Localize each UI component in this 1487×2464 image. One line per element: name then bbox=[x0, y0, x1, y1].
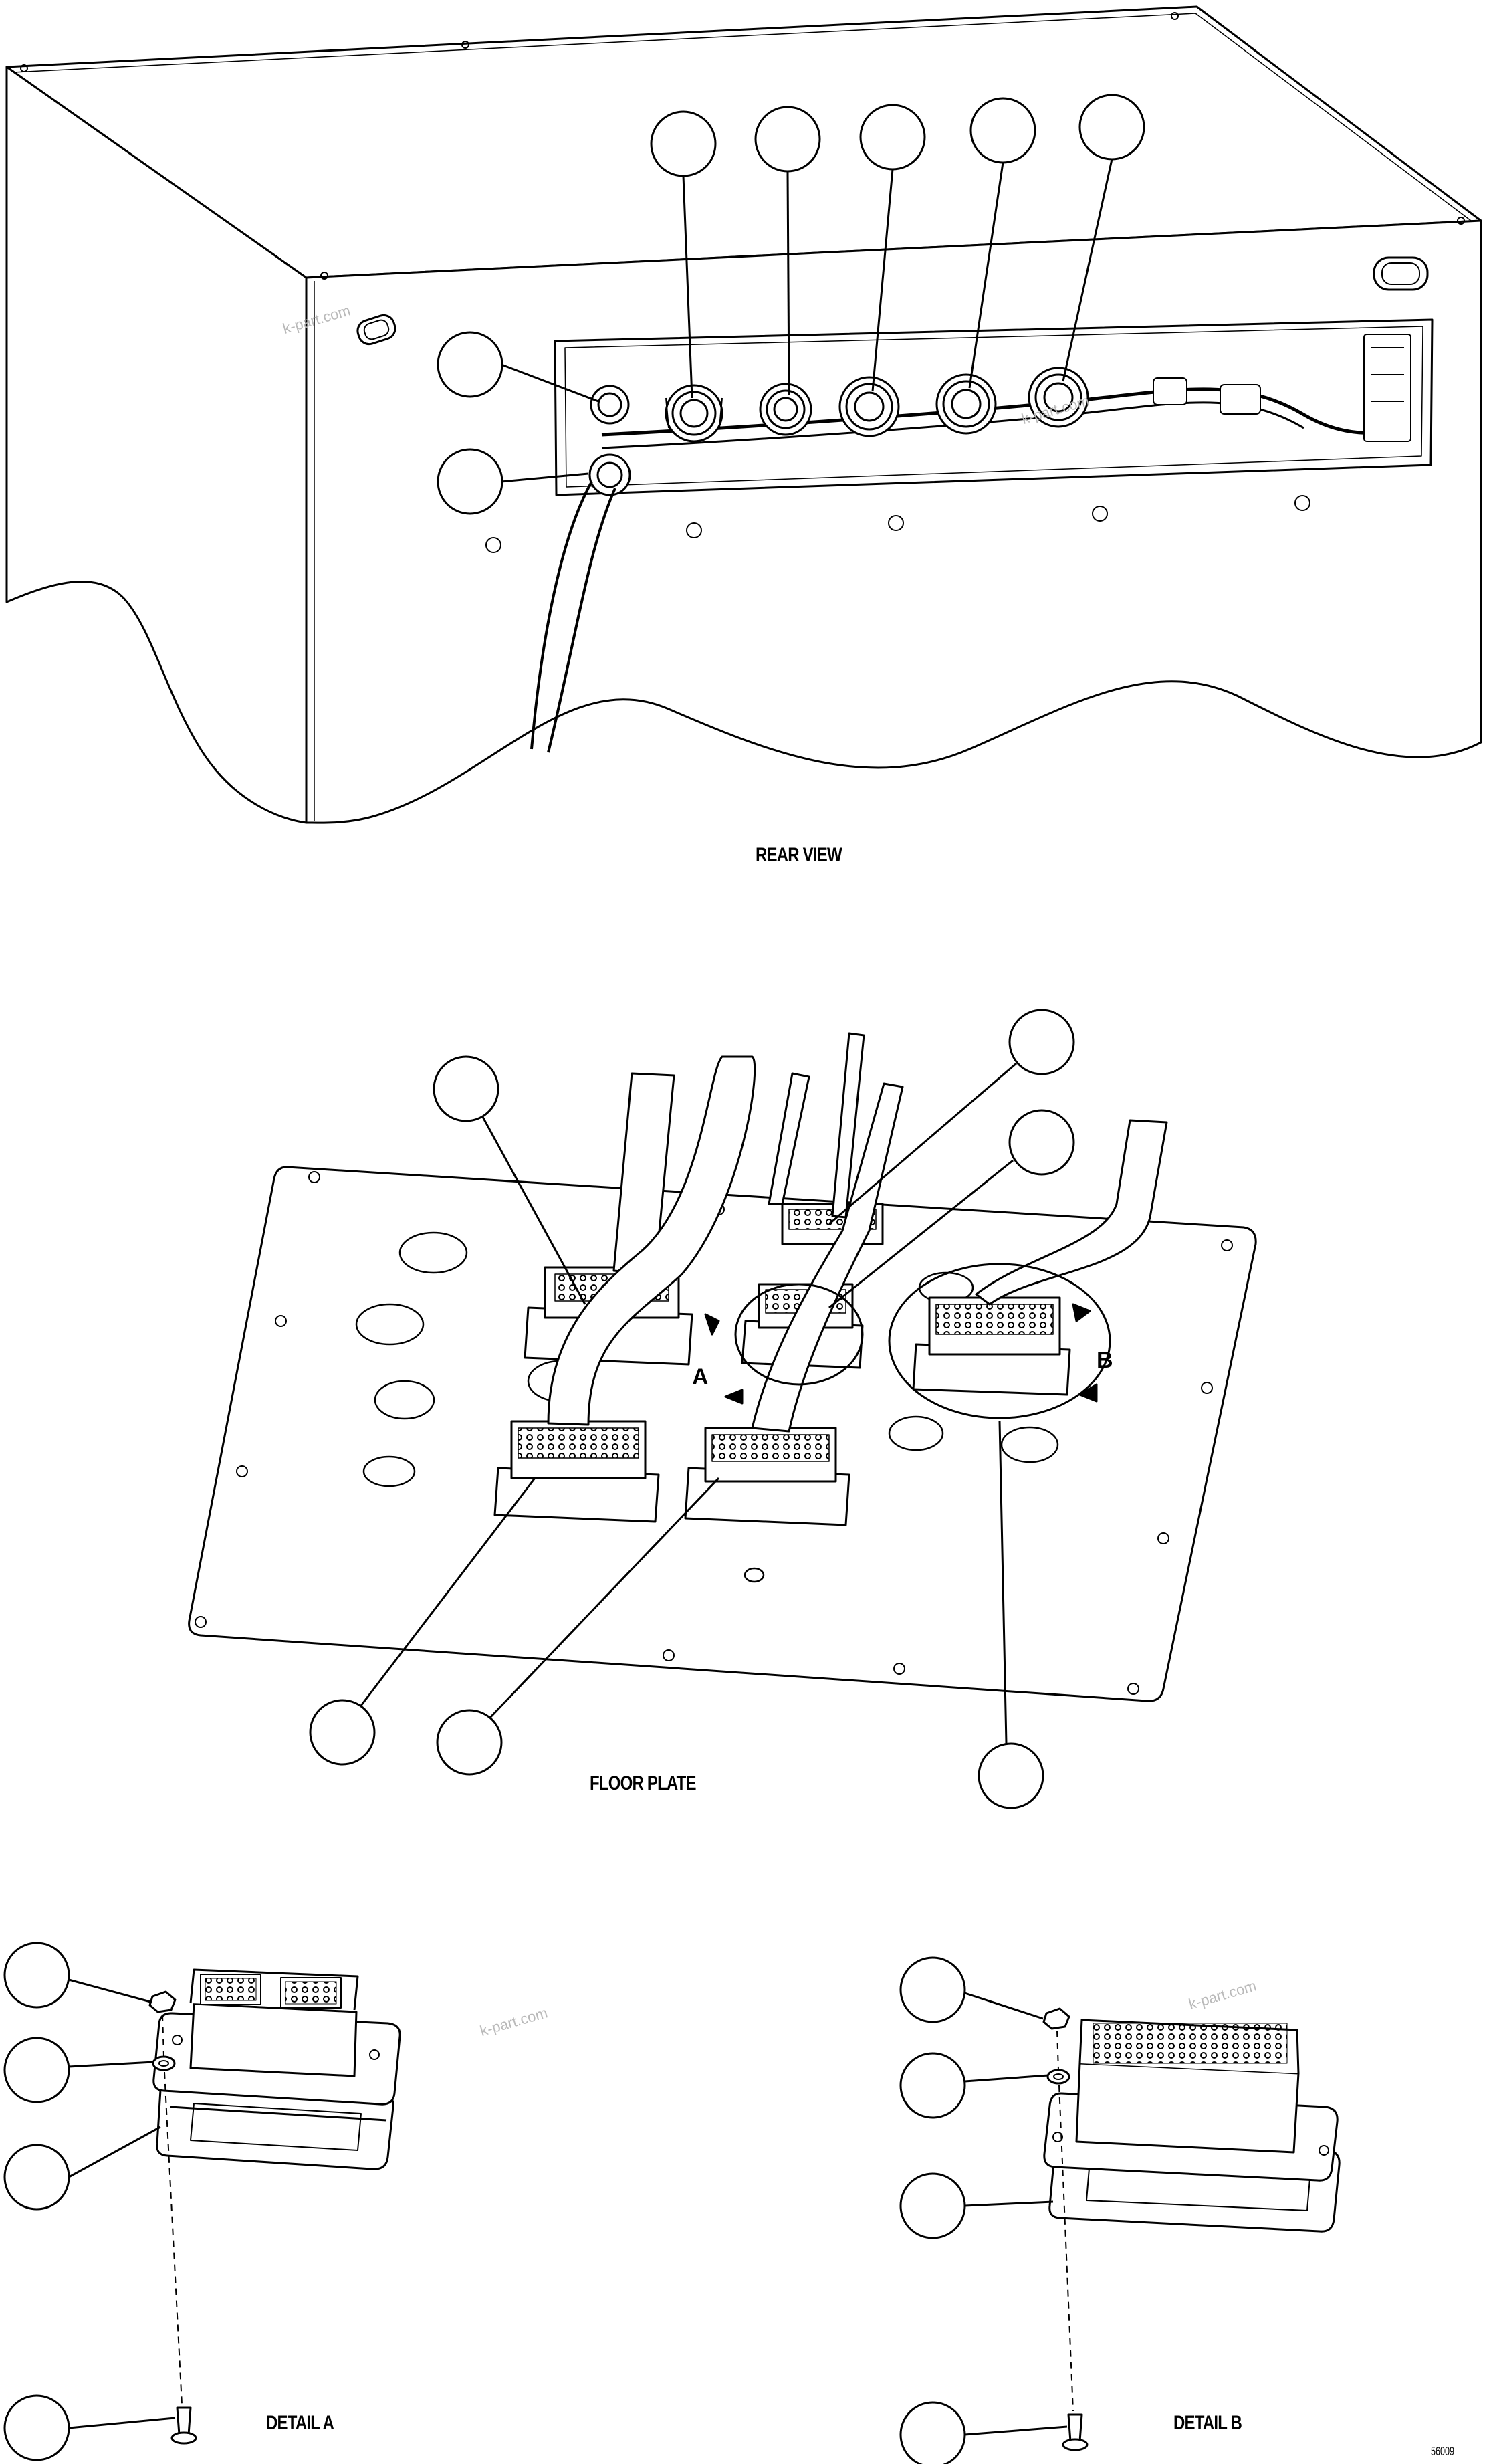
handle-slot-left-inner bbox=[363, 319, 390, 340]
detail-a-arrow-2 bbox=[724, 1389, 744, 1405]
callout-balloon bbox=[650, 110, 717, 177]
detail-a-screw bbox=[176, 2406, 192, 2436]
callout-balloon bbox=[1078, 94, 1145, 161]
callout-balloon bbox=[3, 1942, 70, 2009]
cable-gland-upper bbox=[590, 385, 630, 425]
cabinet-top-inner-edge bbox=[13, 13, 1472, 221]
detail-b-body bbox=[1075, 2062, 1300, 2154]
external-cable-1 bbox=[530, 481, 593, 750]
detail-a-body bbox=[189, 2003, 358, 2077]
external-cable-2 bbox=[547, 488, 616, 753]
bulkhead-connector-1 bbox=[665, 384, 723, 443]
access-opening-inner bbox=[564, 326, 1423, 488]
callout-balloon bbox=[433, 1055, 499, 1122]
floor-plate-leaders bbox=[360, 1062, 1017, 1744]
callout-balloon bbox=[969, 97, 1036, 164]
plate-cables bbox=[547, 1032, 1168, 1433]
detail-b-screw bbox=[1067, 2413, 1083, 2443]
detail-a-view bbox=[148, 1968, 401, 2445]
relay-components bbox=[1153, 334, 1411, 442]
floor-plate-callouts bbox=[309, 1009, 1075, 1809]
detail-b-caption: DETAIL B bbox=[1173, 2412, 1242, 2434]
detail-b-leaders bbox=[964, 1992, 1068, 2436]
plate-connector-right bbox=[912, 1296, 1071, 1396]
detail-marker-b: B bbox=[1097, 1348, 1113, 1373]
detail-a-arrow bbox=[704, 1313, 720, 1336]
sheet-number: 56009 bbox=[1431, 2445, 1455, 2458]
callout-balloon bbox=[899, 2052, 966, 2119]
detail-b-circle bbox=[888, 1263, 1111, 1419]
bulkhead-connector-2 bbox=[759, 383, 812, 436]
handle-slot-right-inner bbox=[1381, 262, 1420, 285]
cabinet-rear-face bbox=[305, 219, 1482, 824]
detail-b-arrow-2 bbox=[1078, 1383, 1098, 1403]
callout-balloon bbox=[437, 448, 503, 515]
detail-b-nut bbox=[1042, 2007, 1070, 2030]
cable-gland-lower bbox=[588, 453, 631, 496]
detail-a-caption: DETAIL A bbox=[266, 2412, 334, 2434]
plate-screw-holes bbox=[195, 1171, 1233, 1695]
detail-a-callouts bbox=[3, 1942, 70, 2461]
detail-b-view bbox=[1042, 2007, 1341, 2451]
rear-view bbox=[5, 5, 1482, 824]
callout-balloon bbox=[3, 2394, 70, 2461]
bulkhead-connector-3 bbox=[838, 376, 900, 437]
handle-slot-left bbox=[356, 314, 396, 346]
callout-balloon bbox=[899, 2401, 966, 2464]
callout-balloon bbox=[754, 106, 821, 173]
detail-b-arrow bbox=[1072, 1303, 1091, 1322]
detail-b-pin-field bbox=[1093, 2023, 1288, 2064]
rear-mounting-holes bbox=[485, 495, 1310, 553]
callout-balloon bbox=[436, 1709, 503, 1776]
detail-a-nut bbox=[148, 1990, 177, 2013]
floor-plate-caption: FLOOR PLATE bbox=[590, 1772, 697, 1794]
callout-balloon bbox=[859, 104, 926, 171]
floor-plate-detail-markers: A B bbox=[692, 1348, 1113, 1390]
callout-balloon bbox=[1008, 1109, 1075, 1176]
callout-balloon bbox=[899, 2172, 966, 2239]
cabinet-side-face bbox=[5, 66, 308, 824]
rear-view-caption: REAR VIEW bbox=[756, 844, 842, 866]
floor-plate-view bbox=[188, 1032, 1257, 1702]
callout-balloon bbox=[3, 2037, 70, 2103]
detail-marker-a: A bbox=[692, 1364, 709, 1390]
bulkhead-connector-4 bbox=[935, 373, 997, 435]
handle-slot-right bbox=[1373, 256, 1429, 291]
callout-balloon bbox=[899, 1956, 966, 2023]
callout-balloon bbox=[309, 1699, 376, 1766]
detail-a-leaders bbox=[68, 1978, 176, 2429]
rear-view-leaders bbox=[501, 159, 1113, 483]
callout-balloon bbox=[437, 331, 503, 398]
detail-a-circle bbox=[734, 1283, 864, 1386]
callout-balloon bbox=[3, 2144, 70, 2211]
plate-connector-lower-center bbox=[684, 1427, 850, 1526]
top-fasteners bbox=[20, 12, 1465, 280]
detail-b-callouts bbox=[899, 1956, 966, 2464]
callout-balloon bbox=[1008, 1009, 1075, 1075]
plate-connector-lower-left bbox=[493, 1420, 660, 1523]
callout-balloon bbox=[978, 1742, 1044, 1809]
bulkhead-connector-5 bbox=[1028, 367, 1089, 428]
